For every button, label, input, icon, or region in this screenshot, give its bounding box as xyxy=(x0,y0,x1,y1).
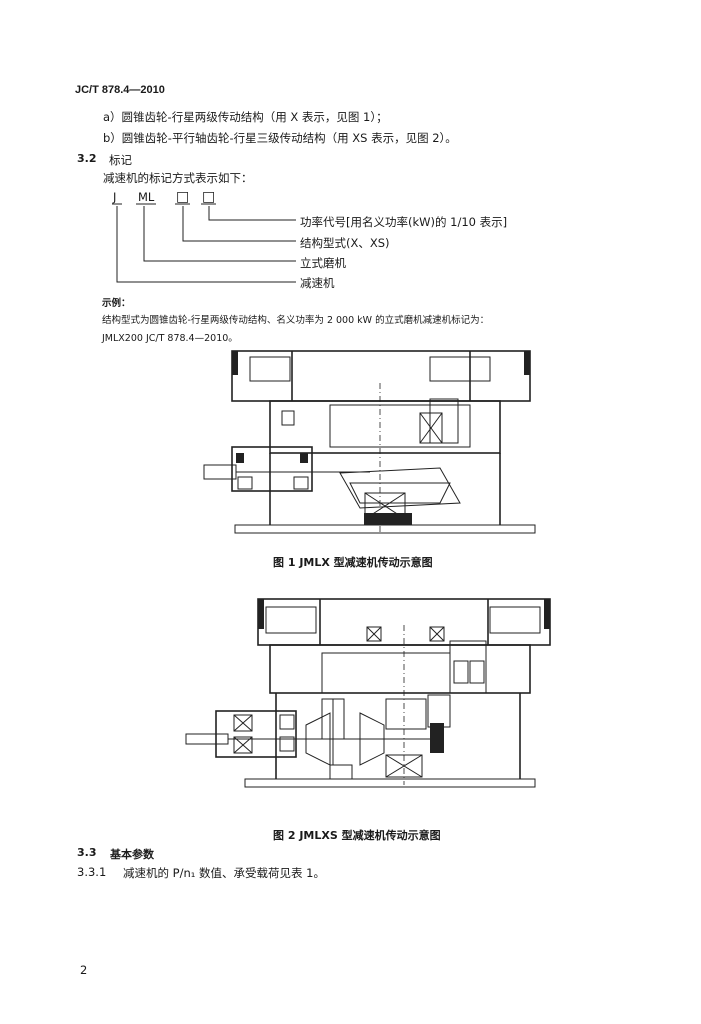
section-3-2-number: 3.2 xyxy=(77,152,97,165)
page-number: 2 xyxy=(80,963,88,977)
marking-label-power: 功率代号[用名义功率(kW)的 1/10 表示] xyxy=(300,215,508,229)
section-3-3-1-text: 减速机的 P/n₁ 数值、承受载荷见表 1。 xyxy=(123,866,325,880)
marking-box-1: □ xyxy=(176,189,190,205)
figure-1-caption: 图 1 JMLX 型减速机传动示意图 xyxy=(273,556,433,569)
marking-code-ml: ML xyxy=(138,190,155,204)
marking-box-2: □ xyxy=(202,189,216,205)
marking-leader-lines xyxy=(112,203,296,283)
list-item-a: a）圆锥齿轮-行星两级传动结构（用 X 表示，见图 1）； xyxy=(103,110,388,124)
standard-number: JC/T 878.4—2010 xyxy=(75,84,165,96)
example-line-2: JMLX200 JC/T 878.4—2010。 xyxy=(102,333,238,344)
example-line-1: 结构型式为圆锥齿轮-行星两级传动结构、名义功率为 2 000 kW 的立式磨机减… xyxy=(102,315,490,326)
figure-2-caption: 图 2 JMLXS 型减速机传动示意图 xyxy=(273,829,441,842)
example-label: 示例： xyxy=(102,298,131,309)
section-3-3-1-number: 3.3.1 xyxy=(77,865,107,879)
section-3-3-title: 基本参数 xyxy=(110,848,154,861)
marking-code-j: J xyxy=(113,190,117,204)
list-item-b: b）圆锥齿轮-平行轴齿轮-行星三级传动结构（用 XS 表示，见图 2）。 xyxy=(103,131,457,145)
section-3-2-title: 标记 xyxy=(109,153,132,167)
marking-label-reducer: 减速机 xyxy=(300,276,335,290)
figure-2-drawing xyxy=(185,598,551,788)
marking-label-structure: 结构型式(X、XS) xyxy=(300,236,390,250)
section-3-3-number: 3.3 xyxy=(77,846,97,859)
marking-label-mill: 立式磨机 xyxy=(300,256,346,270)
marking-intro: 减速机的标记方式表示如下： xyxy=(103,171,253,185)
figure-1-drawing xyxy=(203,350,536,534)
